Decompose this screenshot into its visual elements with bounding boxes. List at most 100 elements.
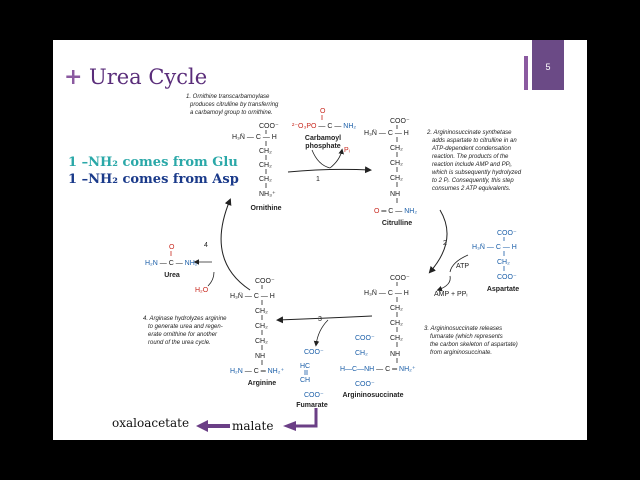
amp-label: AMP + PPᵢ [434, 291, 467, 298]
page-number-box [532, 40, 564, 90]
svg-text:NH: NH [390, 191, 400, 198]
svg-text:3. Argininosuccinate releases: 3. Argininosuccinate releases [424, 326, 502, 332]
malate-to-oxaloacetate-arrow [208, 424, 230, 428]
svg-text:H₃N̈ — C — H: H₃N̈ — C — H [364, 289, 409, 297]
slide-title: Urea Cycle [89, 65, 207, 89]
argininosuccinate-structure: COO⁻ H₃N̈ — C — H CH₂ CH₂ CH₂ NH COO⁻ CH… [340, 275, 416, 399]
svg-text:COO⁻: COO⁻ [304, 349, 324, 356]
svg-text:CH₂: CH₂ [259, 176, 272, 183]
arrow-to-malate [283, 421, 296, 431]
svg-text:CH₂: CH₂ [390, 335, 403, 342]
note-asp: 1 –NH₂ comes from Asp [68, 172, 239, 187]
pi-label: Pᵢ [344, 147, 350, 154]
svg-text:adds aspartate to citrulline i: adds aspartate to citrulline in an [432, 138, 517, 144]
svg-text:HC: HC [300, 363, 310, 370]
svg-text:NH: NH [390, 351, 400, 358]
svg-text:CH₂: CH₂ [390, 145, 403, 152]
step4-text: 4. Arginase hydrolyzes arginine to gener… [143, 316, 227, 346]
svg-text:CH₂: CH₂ [355, 350, 368, 357]
svg-text:COO⁻: COO⁻ [355, 381, 375, 388]
svg-text:COO⁻: COO⁻ [255, 278, 275, 285]
svg-text:round of the urea cycle.: round of the urea cycle. [148, 340, 211, 346]
svg-text:phosphate: phosphate [305, 143, 340, 150]
fumarate-out-arrow [313, 319, 329, 347]
svg-text:CH₂: CH₂ [390, 160, 403, 167]
svg-text:CH₂: CH₂ [390, 320, 403, 327]
arrow-num-2: 2 [443, 240, 447, 247]
accent-bar-left [524, 56, 528, 90]
svg-text:COO⁻: COO⁻ [390, 118, 410, 125]
svg-text:CH₂: CH₂ [255, 308, 268, 315]
aspartate-structure: COO⁻ H₃N̈ — C — H CH₂ COO⁻ Aspartate [472, 230, 519, 293]
step2-text: 2. Argininosuccinate synthetase adds asp… [426, 130, 522, 192]
fumarate-structure: COO⁻ HC CH COO⁻ Fumarate [296, 349, 328, 409]
step3-text: 3. Argininosuccinate releases fumarate (… [424, 326, 518, 356]
svg-text:Argininosuccinate: Argininosuccinate [342, 392, 403, 399]
malate-label: malate [232, 419, 273, 433]
svg-text:CH: CH [300, 377, 310, 384]
svg-text:²⁻O₃PO — C — NH₂: ²⁻O₃PO — C — NH₂ [292, 123, 356, 130]
svg-text:a carbamoyl group to ornithine: a carbamoyl group to ornithine. [190, 110, 273, 116]
pi-out-arrow [329, 148, 344, 169]
svg-text:H—C—NH — C ═ NH₂⁺: H—C—NH — C ═ NH₂⁺ [340, 366, 416, 373]
amp-out-arrow [436, 275, 451, 292]
svg-text:CH₂: CH₂ [259, 162, 272, 169]
carbamoyl-phosphate: O ²⁻O₃PO — C — NH₂ Carbamoyl phosphate [292, 108, 356, 150]
title-plus-icon: + [64, 64, 82, 90]
svg-text:4. Arginase hydrolyzes argini: 4. Arginase hydrolyzes arginine [143, 316, 227, 322]
svg-text:COO⁻: COO⁻ [497, 274, 517, 281]
svg-text:ATP-dependent condensation: ATP-dependent condensation [431, 146, 512, 152]
svg-text:CH₂: CH₂ [497, 259, 510, 266]
urea-cycle-diagram: 5 + Urea Cycle 1 –NH₂ comes from Glu 1 –… [64, 40, 564, 433]
citrulline-structure: COO⁻ H₃N̈ — C — H CH₂ CH₂ CH₂ NH O ═ C —… [364, 118, 417, 227]
arrow-step-3 [276, 315, 373, 324]
svg-text:Citrulline: Citrulline [382, 220, 412, 227]
svg-text:to 2 Pᵢ. Consequently, this st: to 2 Pᵢ. Consequently, this step [432, 178, 514, 184]
svg-text:consumes 2 ATP equivalents.: consumes 2 ATP equivalents. [432, 186, 510, 192]
arginine-structure: COO⁻ H₃N̈ — C — H CH₂ CH₂ CH₂ NH H₂N — C… [230, 278, 284, 387]
svg-text:O: O [320, 108, 326, 115]
page-number: 5 [545, 62, 550, 72]
arrow-step-1 [287, 166, 372, 174]
svg-text:which is subsequently hydrolyz: which is subsequently hydrolyzed [432, 170, 522, 176]
svg-text:CH₂: CH₂ [255, 323, 268, 330]
svg-text:erate ornithine for another: erate ornithine for another [148, 332, 218, 338]
carbamoyl-in-arrow [311, 149, 331, 169]
ornithine-structure: COO⁻ H₃N̈ — C — H CH₂ CH₂ CH₂ NH₃⁺ Ornit… [232, 123, 282, 212]
svg-text:CH₂: CH₂ [390, 175, 403, 182]
svg-text:H₃N̈ — C — H: H₃N̈ — C — H [230, 292, 275, 300]
svg-text:reaction. The products of the: reaction. The products of the [432, 154, 509, 160]
svg-text:H₃N̈ — C — H: H₃N̈ — C — H [472, 243, 517, 251]
svg-text:Urea: Urea [164, 272, 180, 279]
svg-text:2. Argininosuccinate syntheta: 2. Argininosuccinate synthetase [426, 130, 512, 136]
svg-text:1. Ornithine transcarbamoylas: 1. Ornithine transcarbamoylase [186, 94, 270, 100]
svg-text:H₂N — C ═ NH₂⁺: H₂N — C ═ NH₂⁺ [230, 368, 284, 375]
svg-text:Ornithine: Ornithine [250, 205, 281, 212]
svg-text:O ═ C — NH₂: O ═ C — NH₂ [374, 208, 417, 215]
svg-text:CH₂: CH₂ [255, 338, 268, 345]
svg-text:the carbon skeleton of asparta: the carbon skeleton of aspartate) [430, 342, 518, 348]
svg-text:H₃N̈ — C — H: H₃N̈ — C — H [232, 133, 277, 141]
svg-text:COO⁻: COO⁻ [497, 230, 517, 237]
svg-text:reaction include AMP and PPᵢ,: reaction include AMP and PPᵢ, [432, 162, 512, 168]
svg-text:COO⁻: COO⁻ [259, 123, 279, 130]
svg-text:NH₃⁺: NH₃⁺ [259, 191, 276, 198]
svg-text:COO⁻: COO⁻ [390, 275, 410, 282]
svg-text:produces citrulline by transfe: produces citrulline by transferring [189, 102, 279, 108]
slide: 5 + Urea Cycle 1 –NH₂ comes from Glu 1 –… [53, 40, 587, 440]
svg-text:NH: NH [255, 353, 265, 360]
arrow-num-4: 4 [204, 242, 208, 249]
arrow-num-1: 1 [316, 176, 320, 183]
svg-text:Carbamoyl: Carbamoyl [305, 135, 341, 142]
svg-text:Aspartate: Aspartate [487, 286, 519, 293]
svg-text:to generate urea and regen-: to generate urea and regen- [148, 324, 223, 330]
svg-text:fumarate (which represents: fumarate (which represents [430, 334, 503, 340]
atp-label: ATP [456, 263, 469, 270]
svg-text:H₃N̈ — C — H: H₃N̈ — C — H [364, 129, 409, 137]
svg-text:from argininosuccinate.: from argininosuccinate. [430, 350, 492, 356]
svg-text:COO⁻: COO⁻ [304, 392, 324, 399]
arrow-to-oxaloacetate [196, 420, 208, 432]
svg-text:Fumarate: Fumarate [296, 402, 328, 409]
svg-text:O: O [169, 244, 175, 251]
svg-text:Arginine: Arginine [248, 380, 276, 387]
